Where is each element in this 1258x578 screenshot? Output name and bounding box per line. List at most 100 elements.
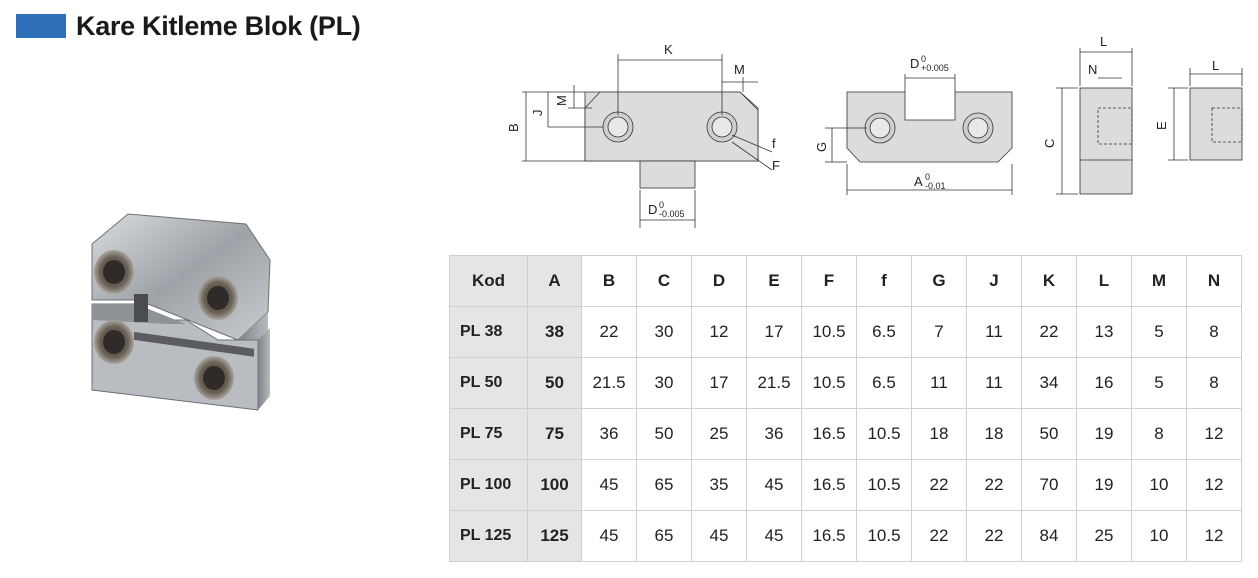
cell-f-lower: 6.5 [856, 357, 912, 409]
cell-e: 17 [746, 306, 802, 358]
cell-c: 30 [636, 306, 692, 358]
cell-k: 50 [1021, 408, 1077, 460]
cell-m: 8 [1131, 408, 1187, 460]
cell-c: 65 [636, 510, 692, 562]
cell-j: 18 [966, 408, 1022, 460]
cell-j: 22 [966, 459, 1022, 511]
cell-b: 21.5 [581, 357, 637, 409]
cell-b: 36 [581, 408, 637, 460]
cell-f-upper: 16.5 [801, 408, 857, 460]
header-f-lower: f [856, 255, 912, 307]
cell-f-upper: 16.5 [801, 459, 857, 511]
label-d-plus-tol-upper: 0 [921, 54, 926, 64]
cell-b: 45 [581, 459, 637, 511]
label-b: B [506, 123, 521, 132]
header-m: M [1131, 255, 1187, 307]
label-d-plus: D [910, 56, 919, 71]
cell-j: 22 [966, 510, 1022, 562]
cell-c: 30 [636, 357, 692, 409]
cell-f-lower: 10.5 [856, 459, 912, 511]
label-m-side: M [554, 95, 569, 106]
header-d: D [691, 255, 747, 307]
cell-a: 75 [527, 408, 582, 460]
label-l-c: L [1100, 34, 1107, 49]
cell-kod: PL 125 [449, 510, 528, 562]
cell-e: 36 [746, 408, 802, 460]
label-f-big: F [772, 158, 780, 173]
header-kod: Kod [449, 255, 528, 307]
cell-k: 70 [1021, 459, 1077, 511]
header-n: N [1186, 255, 1242, 307]
cell-n: 8 [1186, 357, 1242, 409]
cell-l: 13 [1076, 306, 1132, 358]
cell-c: 50 [636, 408, 692, 460]
label-a-tol-upper: 0 [925, 172, 930, 182]
cell-m: 10 [1131, 510, 1187, 562]
cell-e: 45 [746, 510, 802, 562]
label-d-plus-tol-lower: +0.005 [921, 63, 949, 73]
label-d-minus-tol-lower: -0.005 [659, 209, 685, 219]
cell-l: 19 [1076, 408, 1132, 460]
cell-d: 12 [691, 306, 747, 358]
cell-f-upper: 16.5 [801, 510, 857, 562]
cell-b: 45 [581, 510, 637, 562]
technical-drawings: K M B J M f F D 0 -0.005 D 0 +0.005 G A … [506, 34, 1243, 228]
cell-kod: PL 50 [449, 357, 528, 409]
cell-m: 5 [1131, 357, 1187, 409]
cell-f-upper: 10.5 [801, 357, 857, 409]
cell-kod: PL 38 [449, 306, 528, 358]
label-k: K [664, 42, 673, 57]
label-a-tol-lower: -0.01 [925, 181, 946, 191]
page-title: Kare Kitleme Blok (PL) [76, 11, 361, 41]
header-b: B [581, 255, 637, 307]
cell-a: 100 [527, 459, 582, 511]
cell-j: 11 [966, 357, 1022, 409]
cell-b: 22 [581, 306, 637, 358]
cell-g: 18 [911, 408, 967, 460]
cell-d: 17 [691, 357, 747, 409]
label-a: A [914, 174, 923, 189]
cell-k: 84 [1021, 510, 1077, 562]
cell-d: 45 [691, 510, 747, 562]
cell-f-lower: 6.5 [856, 306, 912, 358]
cell-g: 11 [911, 357, 967, 409]
header-a: A [527, 255, 582, 307]
cell-g: 7 [911, 306, 967, 358]
cell-a: 50 [527, 357, 582, 409]
product-photo [91, 213, 271, 411]
cell-d: 35 [691, 459, 747, 511]
cell-n: 12 [1186, 408, 1242, 460]
label-d-minus: D [648, 202, 657, 217]
title-accent-bar [16, 14, 66, 38]
label-m-top: M [734, 62, 745, 77]
header-j: J [966, 255, 1022, 307]
cell-k: 22 [1021, 306, 1077, 358]
cell-f-lower: 10.5 [856, 408, 912, 460]
view-side-c [1056, 48, 1133, 195]
cell-kod: PL 75 [449, 408, 528, 460]
cell-n: 8 [1186, 306, 1242, 358]
view-front-tongue [522, 54, 773, 228]
cell-e: 45 [746, 459, 802, 511]
label-c: C [1042, 139, 1057, 148]
cell-l: 16 [1076, 357, 1132, 409]
header-g: G [911, 255, 967, 307]
cell-g: 22 [911, 459, 967, 511]
cell-k: 34 [1021, 357, 1077, 409]
cell-f-upper: 10.5 [801, 306, 857, 358]
cell-f-lower: 10.5 [856, 510, 912, 562]
cell-n: 12 [1186, 510, 1242, 562]
label-j: J [530, 110, 545, 117]
header-f-upper: F [801, 255, 857, 307]
cell-n: 12 [1186, 459, 1242, 511]
label-f-small: f [772, 136, 776, 151]
label-g: G [814, 142, 829, 152]
cell-l: 25 [1076, 510, 1132, 562]
header-l: L [1076, 255, 1132, 307]
header-k: K [1021, 255, 1077, 307]
label-e: E [1154, 121, 1169, 130]
